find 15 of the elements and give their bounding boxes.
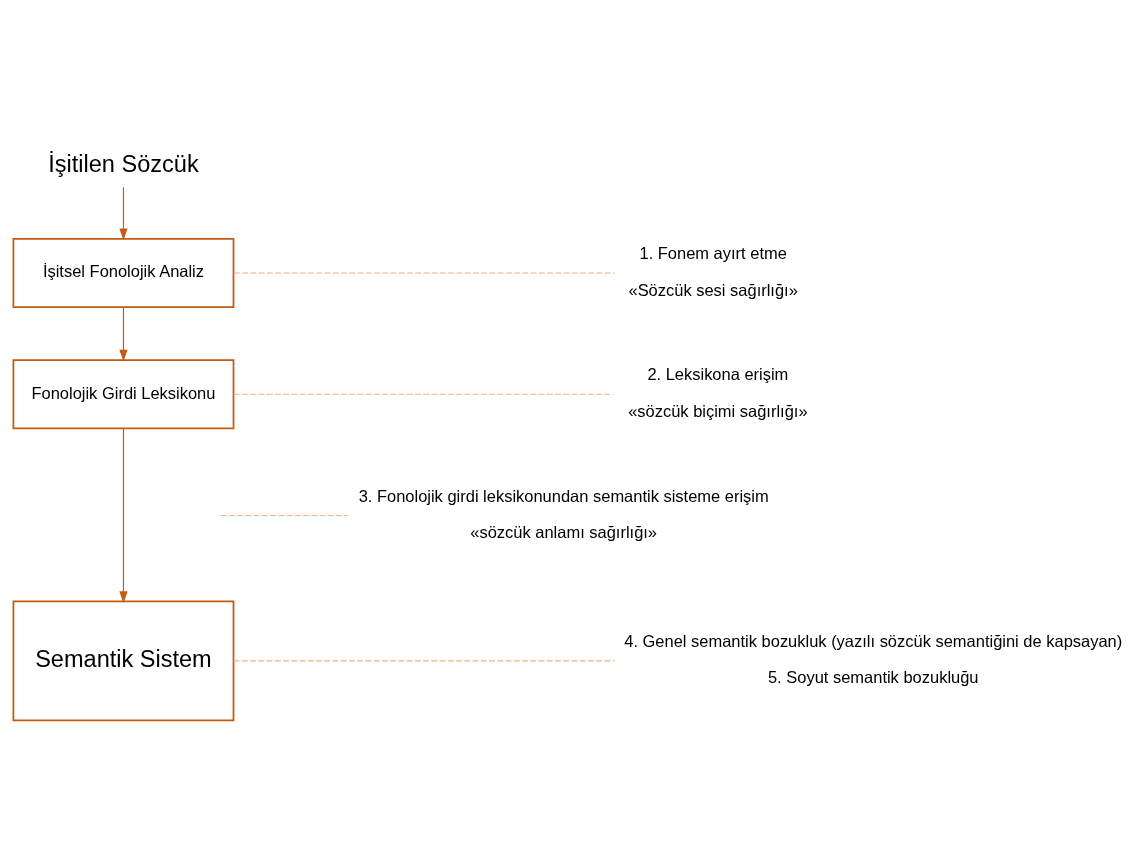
node-text: 4. Genel semantik bozukluk (yazılı sözcük semantiğini de kapsayan) 5. Soyut semantik bozukluğu xyxy=(624,631,1123,686)
connector xyxy=(233,659,616,661)
connector xyxy=(220,514,349,516)
node-text: 2. Leksikona erişim «sözcük biçimi sağırlığı» xyxy=(628,364,808,420)
connector xyxy=(233,271,615,274)
node-text: İşitilen Sözcük xyxy=(48,150,199,177)
connector xyxy=(233,393,615,395)
node-box: Semantik Sistem xyxy=(12,600,235,721)
node-box: Fonolojik Girdi Leksikonu xyxy=(12,358,235,429)
arrow xyxy=(119,186,128,240)
arrow xyxy=(119,306,128,361)
node-box: İşitsel Fonolojik Analiz xyxy=(12,237,235,308)
arrow xyxy=(119,427,128,603)
node-text: 3. Fonolojik girdi leksikonundan semantik sisteme erişim «sözcük anlamı sağırlığı» xyxy=(358,486,769,541)
node-text: 1. Fonem ayırt etme «Sözcük sesi sağırlığı» xyxy=(628,243,798,299)
